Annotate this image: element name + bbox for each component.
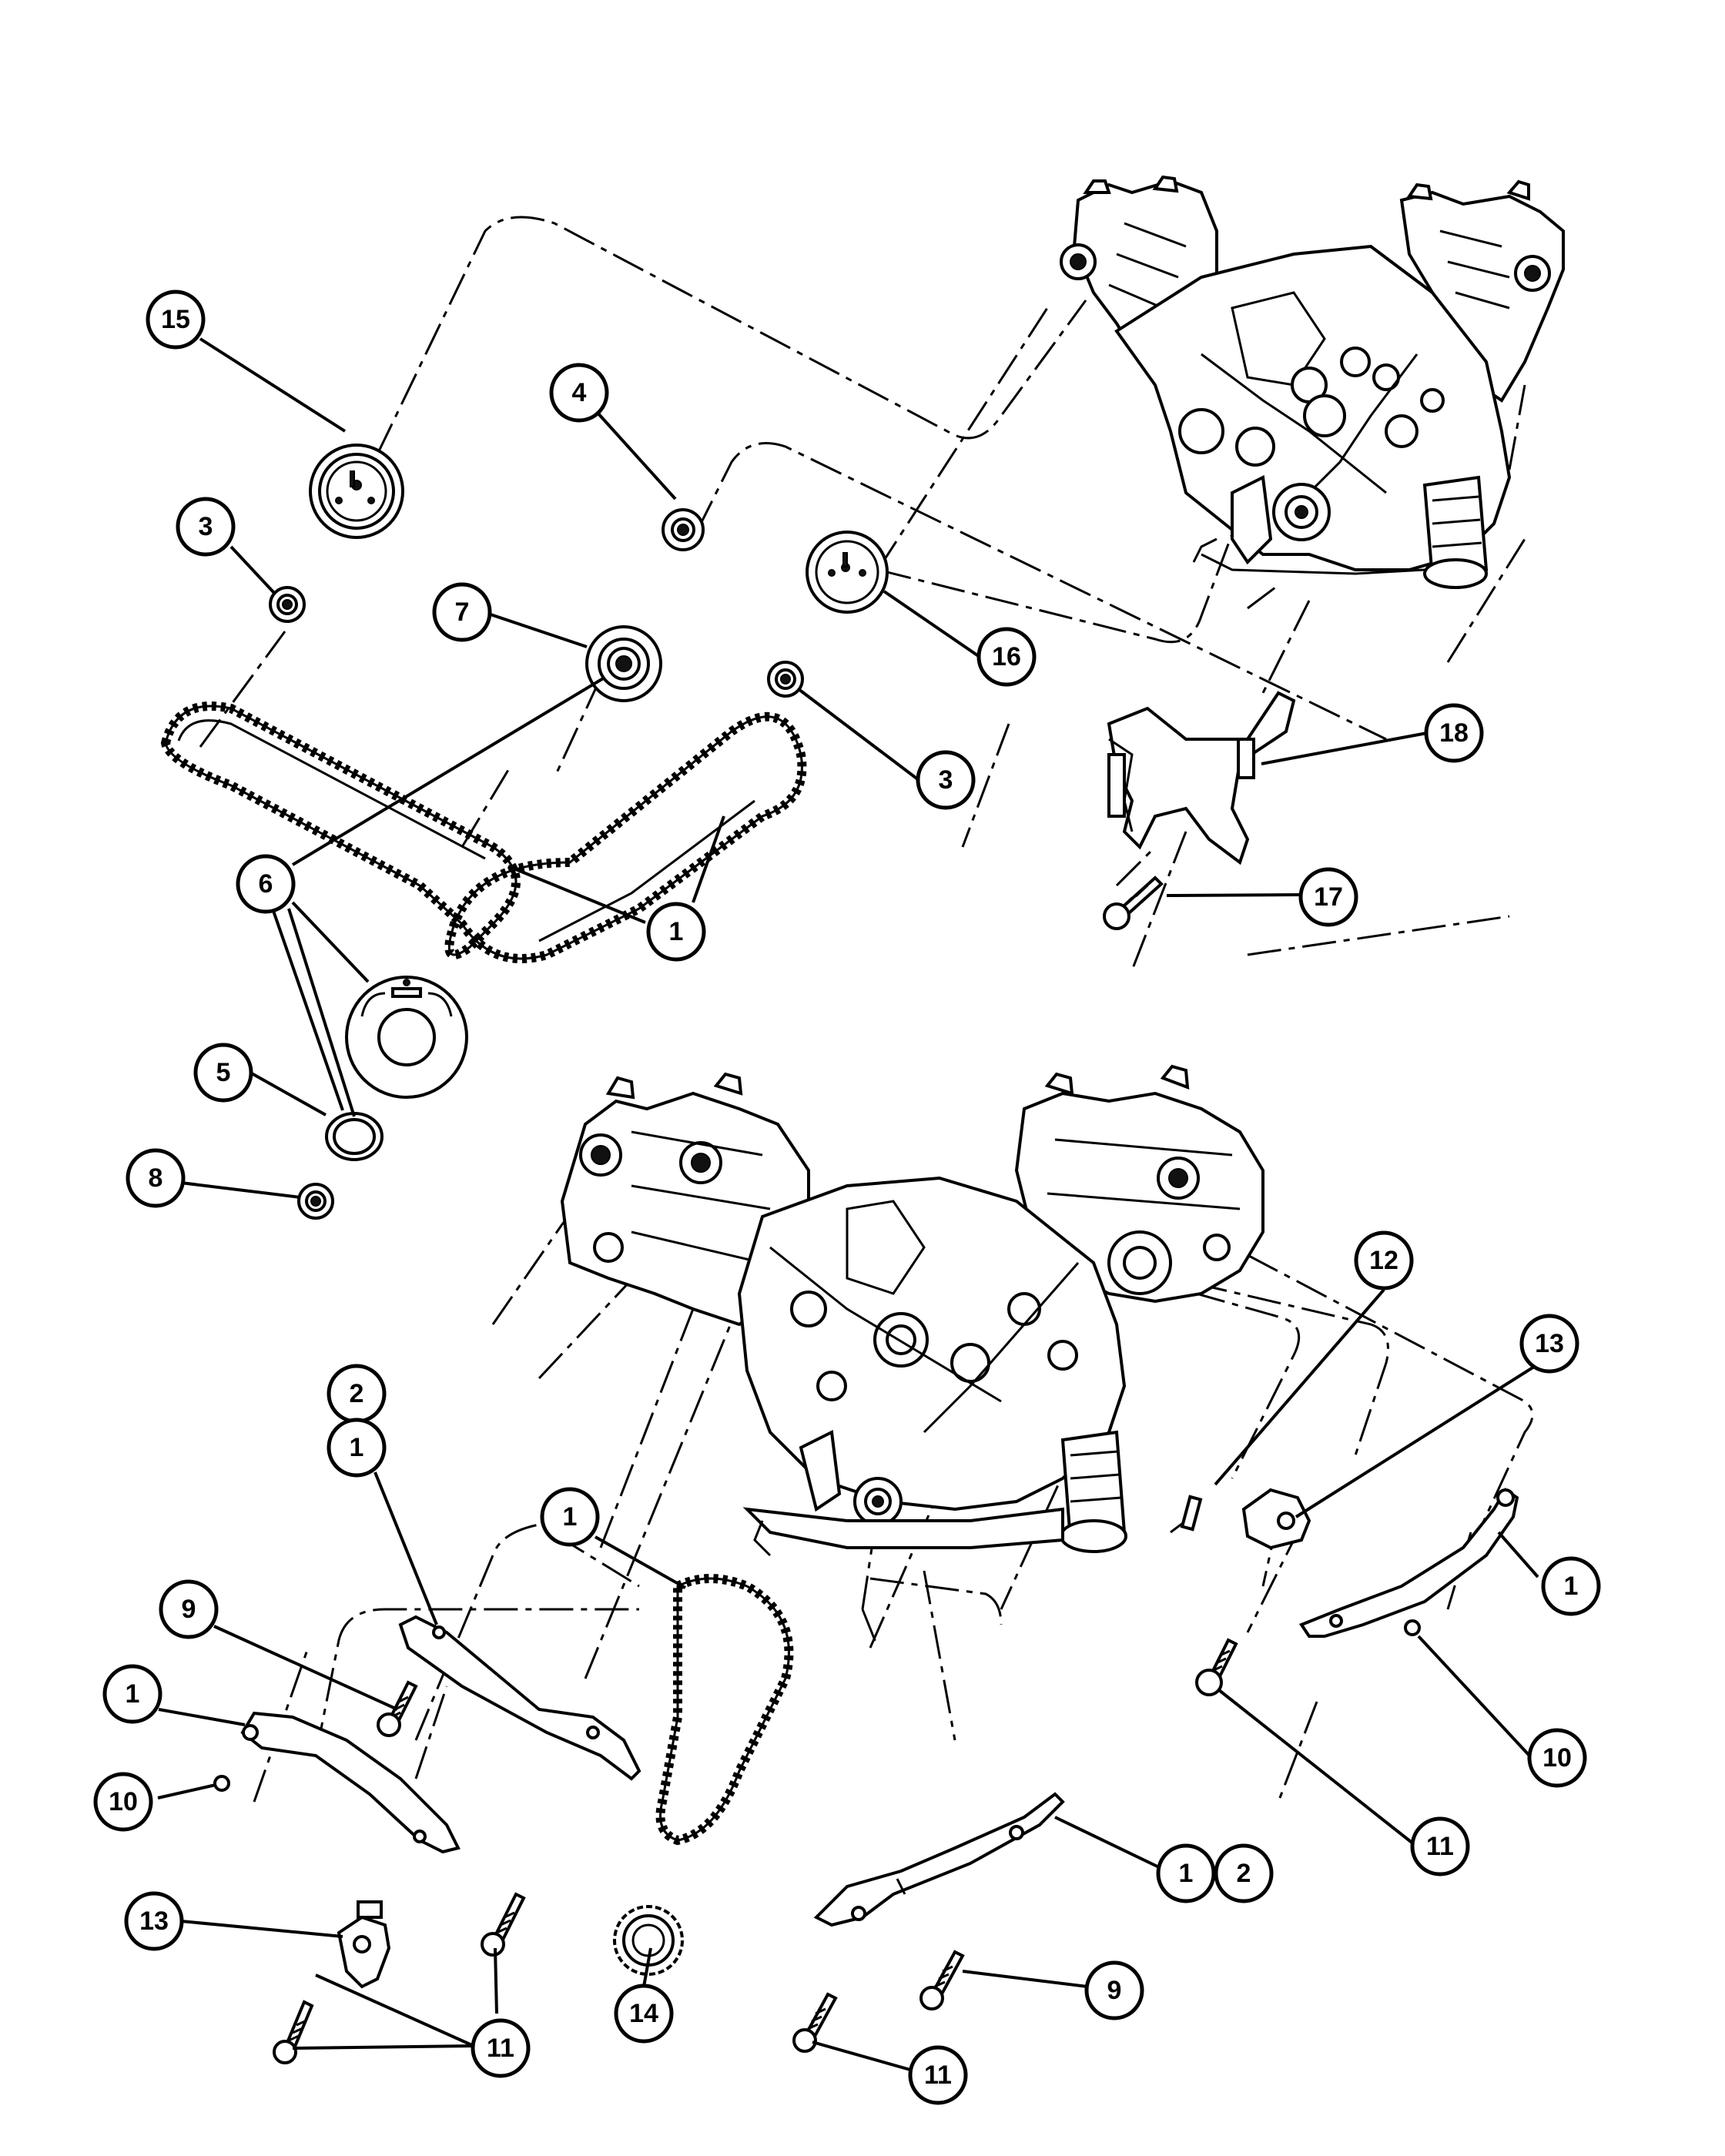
callout-12: 12 [1354, 1230, 1414, 1291]
callout-3-right-label: 3 [939, 765, 953, 795]
chain-guide-right-lower [813, 1792, 1065, 1927]
callout-10-left: 10 [93, 1772, 153, 1832]
callout-11-right-label: 11 [1426, 1832, 1454, 1861]
callout-5: 5 [193, 1043, 253, 1103]
callout-13-right-label: 13 [1535, 1329, 1564, 1358]
callout-1-right-guide-label: 1 [1564, 1572, 1579, 1601]
callout-11-right: 11 [1410, 1816, 1470, 1876]
callout-14: 14 [614, 1984, 674, 2044]
callout-1-left-guide-label: 1 [350, 1433, 364, 1462]
crank-washer [325, 1112, 384, 1161]
callout-7-label: 7 [455, 598, 470, 627]
callout-4-label: 4 [572, 378, 587, 407]
secondary-timing-chain [655, 1574, 794, 1846]
callout-9-right: 9 [1084, 1960, 1144, 2020]
guide-bolt-left-lower [481, 1892, 526, 1957]
callout-1-chain-lower-label: 1 [563, 1502, 578, 1532]
callout-1-left-lower-guide: 1 [102, 1664, 162, 1724]
callout-3-right: 3 [916, 750, 976, 810]
secondary-tensioner-right [1241, 1488, 1311, 1550]
callout-1-left-lower-guide-label: 1 [126, 1679, 140, 1709]
callout-18: 18 [1424, 703, 1484, 763]
guide-dowel-left [213, 1775, 230, 1792]
callout-1-chain-lower: 1 [540, 1487, 600, 1547]
engine-block-upper [1060, 175, 1565, 589]
callout-15: 15 [146, 290, 206, 350]
callout-11-left-label: 11 [487, 2034, 514, 2063]
guide-bolt-right [919, 1950, 965, 2010]
secondary-tensioner-left [337, 1900, 391, 1989]
locating-dowel [1180, 1495, 1203, 1532]
leader-lines [157, 337, 1539, 2071]
callout-11-left: 11 [471, 2018, 531, 2078]
tensioner-bolt [1103, 875, 1164, 930]
callout-17-label: 17 [1314, 882, 1343, 912]
callout-11-lower: 11 [908, 2045, 968, 2105]
chain-guide-left-upper [398, 1615, 641, 1781]
callout-13-left-label: 13 [139, 1907, 169, 1936]
callout-8-label: 8 [149, 1163, 163, 1193]
callout-1-upper-label: 1 [669, 917, 684, 946]
callout-4: 4 [549, 363, 609, 423]
callout-9-right-label: 9 [1107, 1976, 1122, 2005]
guide-bolt-right-lower [792, 1992, 838, 2053]
chain-guide-right-upper [1298, 1488, 1519, 1638]
tensioner-bolt-left [273, 2000, 314, 2064]
tensioner-bolt-right [1195, 1638, 1238, 1696]
callout-9-left: 9 [159, 1579, 219, 1639]
callout-1-right-lower-guide: 1 [1156, 1843, 1216, 1903]
callout-1-right-guide: 1 [1541, 1556, 1601, 1616]
guide-dowel-right [1404, 1619, 1421, 1636]
callout-13-right: 13 [1519, 1314, 1579, 1374]
camshaft-bolt-right [767, 661, 804, 698]
camshaft-bolt-left [269, 586, 306, 623]
callout-2-left-label: 2 [350, 1379, 364, 1408]
callout-10-right: 10 [1527, 1728, 1587, 1788]
callout-18-label: 18 [1439, 718, 1469, 748]
callout-16-label: 16 [992, 642, 1021, 671]
callout-10-left-label: 10 [109, 1787, 138, 1816]
camshaft-sprocket-left [309, 444, 404, 539]
callout-3-left: 3 [176, 497, 236, 557]
callout-17: 17 [1298, 867, 1358, 927]
idler-sprocket [585, 625, 662, 702]
callout-16: 16 [976, 627, 1037, 687]
callout-10-right-label: 10 [1542, 1743, 1572, 1773]
crankshaft-target-ring [345, 976, 468, 1099]
primary-timing-chain [160, 701, 807, 963]
callout-3-left-label: 3 [199, 512, 213, 541]
callout-1-left-guide: 1 [327, 1418, 387, 1478]
callout-13-left: 13 [124, 1891, 184, 1951]
callout-15-label: 15 [161, 305, 190, 334]
callout-7: 7 [432, 582, 492, 642]
chain-guide-left-lower [240, 1711, 461, 1854]
callout-2-left: 2 [327, 1364, 387, 1424]
callout-11-lower-label: 11 [924, 2061, 952, 2090]
callout-12-label: 12 [1369, 1246, 1398, 1275]
callout-6-label: 6 [259, 869, 273, 899]
idler-sprocket-bolt [662, 508, 705, 551]
camshaft-sprocket-right [806, 531, 889, 614]
callout-5-label: 5 [216, 1058, 231, 1087]
primary-chain-tensioner [1107, 691, 1296, 865]
engine-block-lower [560, 1064, 1264, 1557]
callout-2-right: 2 [1214, 1843, 1274, 1903]
crank-bolt [297, 1183, 334, 1220]
callout-6: 6 [236, 854, 296, 914]
callout-14-label: 14 [629, 1999, 658, 2028]
callout-9-left-label: 9 [182, 1595, 196, 1624]
callout-1-right-lower-guide-label: 1 [1179, 1859, 1194, 1888]
callout-8: 8 [126, 1148, 186, 1208]
callout-2-right-label: 2 [1237, 1859, 1251, 1888]
callout-1-upper: 1 [646, 902, 706, 962]
